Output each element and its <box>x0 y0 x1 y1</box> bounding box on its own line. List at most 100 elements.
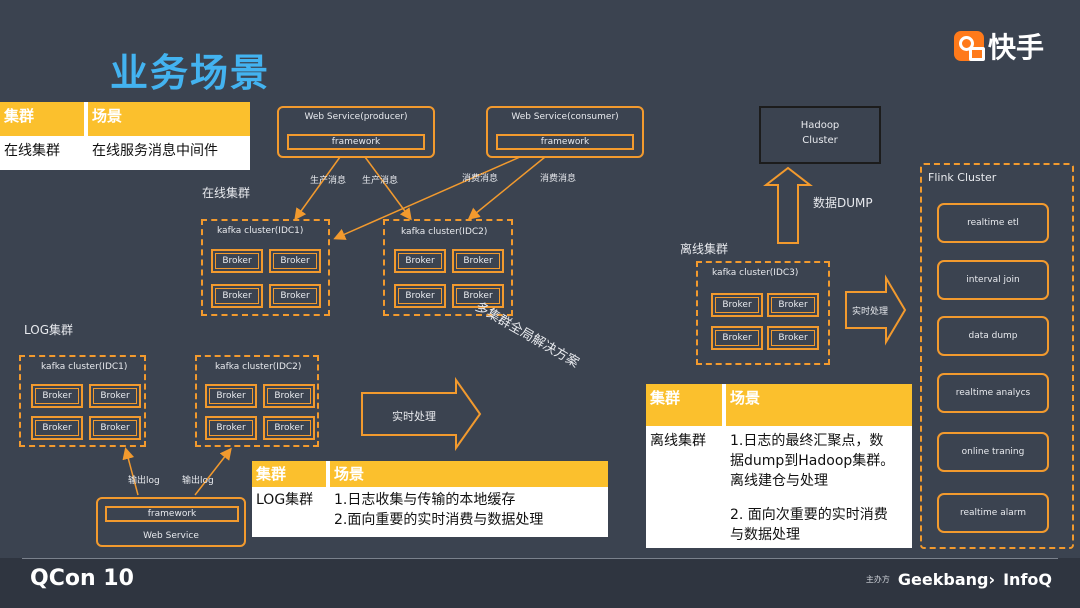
footer-bar <box>0 558 1080 608</box>
flink-item-online-traning: online traning <box>937 432 1049 472</box>
hadoop-line-2: Cluster <box>802 135 838 146</box>
log-section-label: LOG集群 <box>24 323 74 337</box>
flink-item-data-dump: data dump <box>937 316 1049 356</box>
table-cell-scenario-line-2: 据dump到Hadoop集群。 <box>730 453 895 469</box>
broker: Broker <box>89 384 141 408</box>
flink-item-realtime-analycs: realtime analycs <box>937 373 1049 413</box>
broker: Broker <box>31 416 83 440</box>
table-cell-scenario-line-3: 离线建仓与处理 <box>730 473 828 489</box>
hadoop-cluster: Hadoop Cluster <box>759 106 881 164</box>
offline-realtime-label: 实时处理 <box>852 307 889 317</box>
broker: Broker <box>269 284 321 308</box>
broker: Broker <box>394 284 446 308</box>
brand-name: 快手 <box>987 31 1044 64</box>
geekbang-logo: Geekbang› <box>897 570 996 589</box>
flink-item-realtime-alarm: realtime alarm <box>937 493 1049 533</box>
broker: Broker <box>205 384 257 408</box>
consumer-service: Web Service(consumer) framework <box>486 106 644 158</box>
producer-service: Web Service(producer) framework <box>277 106 435 158</box>
producer-framework: framework <box>287 134 425 150</box>
broker: Broker <box>31 384 83 408</box>
table-header-cluster: 集群 <box>252 461 326 487</box>
broker: Broker <box>269 249 321 273</box>
edge-label-consume-1: 消费消息 <box>462 174 499 184</box>
table-cell-scenario-line-6: 与数据处理 <box>730 527 800 543</box>
cluster-title: kafka cluster(IDC1) <box>41 362 128 372</box>
broker: Broker <box>452 284 504 308</box>
table-cell-scenario-line-1: 1.日志收集与传输的本地缓存 <box>334 492 516 508</box>
log-arrow-1 <box>122 447 139 496</box>
edge-label-produce-2: 生产消息 <box>362 176 399 186</box>
table-cell-scenario-line-2: 2.面向重要的实时消费与数据处理 <box>334 512 544 528</box>
edge-label-consume-2: 消费消息 <box>540 174 577 184</box>
dump-label: 数据DUMP <box>813 196 873 210</box>
edge-label-log-2: 输出log <box>182 476 214 486</box>
broker: Broker <box>211 284 263 308</box>
offline-table: 集群 场景 离线集群 1.日志的最终汇聚点，数 据dump到Hadoop集群。 … <box>646 384 912 548</box>
broker: Broker <box>767 293 819 317</box>
kuaishou-logo-icon <box>953 31 985 61</box>
broker: Broker <box>767 326 819 350</box>
broker: Broker <box>711 293 763 317</box>
log-realtime-arrow <box>361 376 482 452</box>
broker: Broker <box>89 416 141 440</box>
offline-kafka-idc3: kafka cluster(IDC3) Broker Broker Broker… <box>696 261 830 365</box>
consumer-framework: framework <box>496 134 634 150</box>
table-cell-cluster: 离线集群 <box>650 433 706 449</box>
broker: Broker <box>452 249 504 273</box>
online-kafka-idc2: kafka cluster(IDC2) Broker Broker Broker… <box>383 219 513 316</box>
edge-label-produce-1: 生产消息 <box>310 176 347 186</box>
broker: Broker <box>205 416 257 440</box>
table-cell-cluster: LOG集群 <box>256 492 314 508</box>
broker: Broker <box>263 416 315 440</box>
sponsor-logos: 主办方 Geekbang› InfoQ <box>866 570 1052 589</box>
producer-title: Web Service(producer) <box>304 112 408 122</box>
produce-arrow-2 <box>364 156 412 221</box>
online-table: 集群 场景 在线集群 在线服务消息中间件 <box>0 102 250 170</box>
log-framework: framework <box>105 506 239 522</box>
log-arrow-2 <box>194 447 232 496</box>
table-cell-scenario-line-1: 1.日志的最终汇聚点，数 <box>730 433 884 449</box>
dump-arrow <box>763 166 813 244</box>
flink-item-realtime-etl: realtime etl <box>937 203 1049 243</box>
page-title: 业务场景 <box>110 51 271 95</box>
table-cell-scenario-line-5: 2. 面向次重要的实时消费 <box>730 507 888 523</box>
table-header-scenario: 场景 <box>330 461 608 487</box>
consume-arrow-2 <box>467 156 546 220</box>
hadoop-line-1: Hadoop <box>800 120 840 131</box>
edge-label-log-1: 输出log <box>128 476 160 486</box>
online-section-label: 在线集群 <box>202 186 251 200</box>
flink-cluster: Flink Cluster <box>920 163 1074 549</box>
log-web-service-title: Web Service <box>143 531 199 541</box>
log-web-service: framework Web Service <box>96 497 246 547</box>
log-kafka-idc1: kafka cluster(IDC1) Broker Broker Broker… <box>19 355 146 447</box>
online-kafka-idc1: kafka cluster(IDC1) Broker Broker Broker… <box>201 219 330 316</box>
table-header-cluster: 集群 <box>0 102 84 136</box>
cluster-title: kafka cluster(IDC2) <box>215 362 302 372</box>
organizer-label: 主办方 <box>865 575 890 584</box>
broker: Broker <box>211 249 263 273</box>
table-header-scenario: 场景 <box>88 102 250 136</box>
table-cell-cluster: 在线集群 <box>4 143 60 159</box>
table-header-cluster: 集群 <box>646 384 722 426</box>
table-cell-scenario: 在线服务消息中间件 <box>92 143 218 159</box>
broker: Broker <box>263 384 315 408</box>
offline-section-label: 离线集群 <box>680 242 729 256</box>
cluster-title: kafka cluster(IDC2) <box>401 227 488 237</box>
qcon-logo: QCon 10 <box>30 566 134 591</box>
brand-logo: 快手 <box>953 26 1044 66</box>
log-kafka-idc2: kafka cluster(IDC2) Broker Broker Broker… <box>195 355 319 447</box>
flink-title: Flink Cluster <box>928 171 997 184</box>
log-table: 集群 场景 LOG集群 1.日志收集与传输的本地缓存 2.面向重要的实时消费与数… <box>252 461 608 537</box>
cluster-title: kafka cluster(IDC1) <box>217 226 304 236</box>
broker: Broker <box>711 326 763 350</box>
infoq-logo: InfoQ <box>1003 570 1052 589</box>
consumer-title: Web Service(consumer) <box>511 112 619 122</box>
broker: Broker <box>394 249 446 273</box>
produce-arrow-1 <box>294 156 341 221</box>
log-realtime-label: 实时处理 <box>392 410 436 423</box>
flink-item-interval-join: interval join <box>937 260 1049 300</box>
cluster-title: kafka cluster(IDC3) <box>712 268 799 278</box>
consume-arrow-1 <box>333 156 521 240</box>
